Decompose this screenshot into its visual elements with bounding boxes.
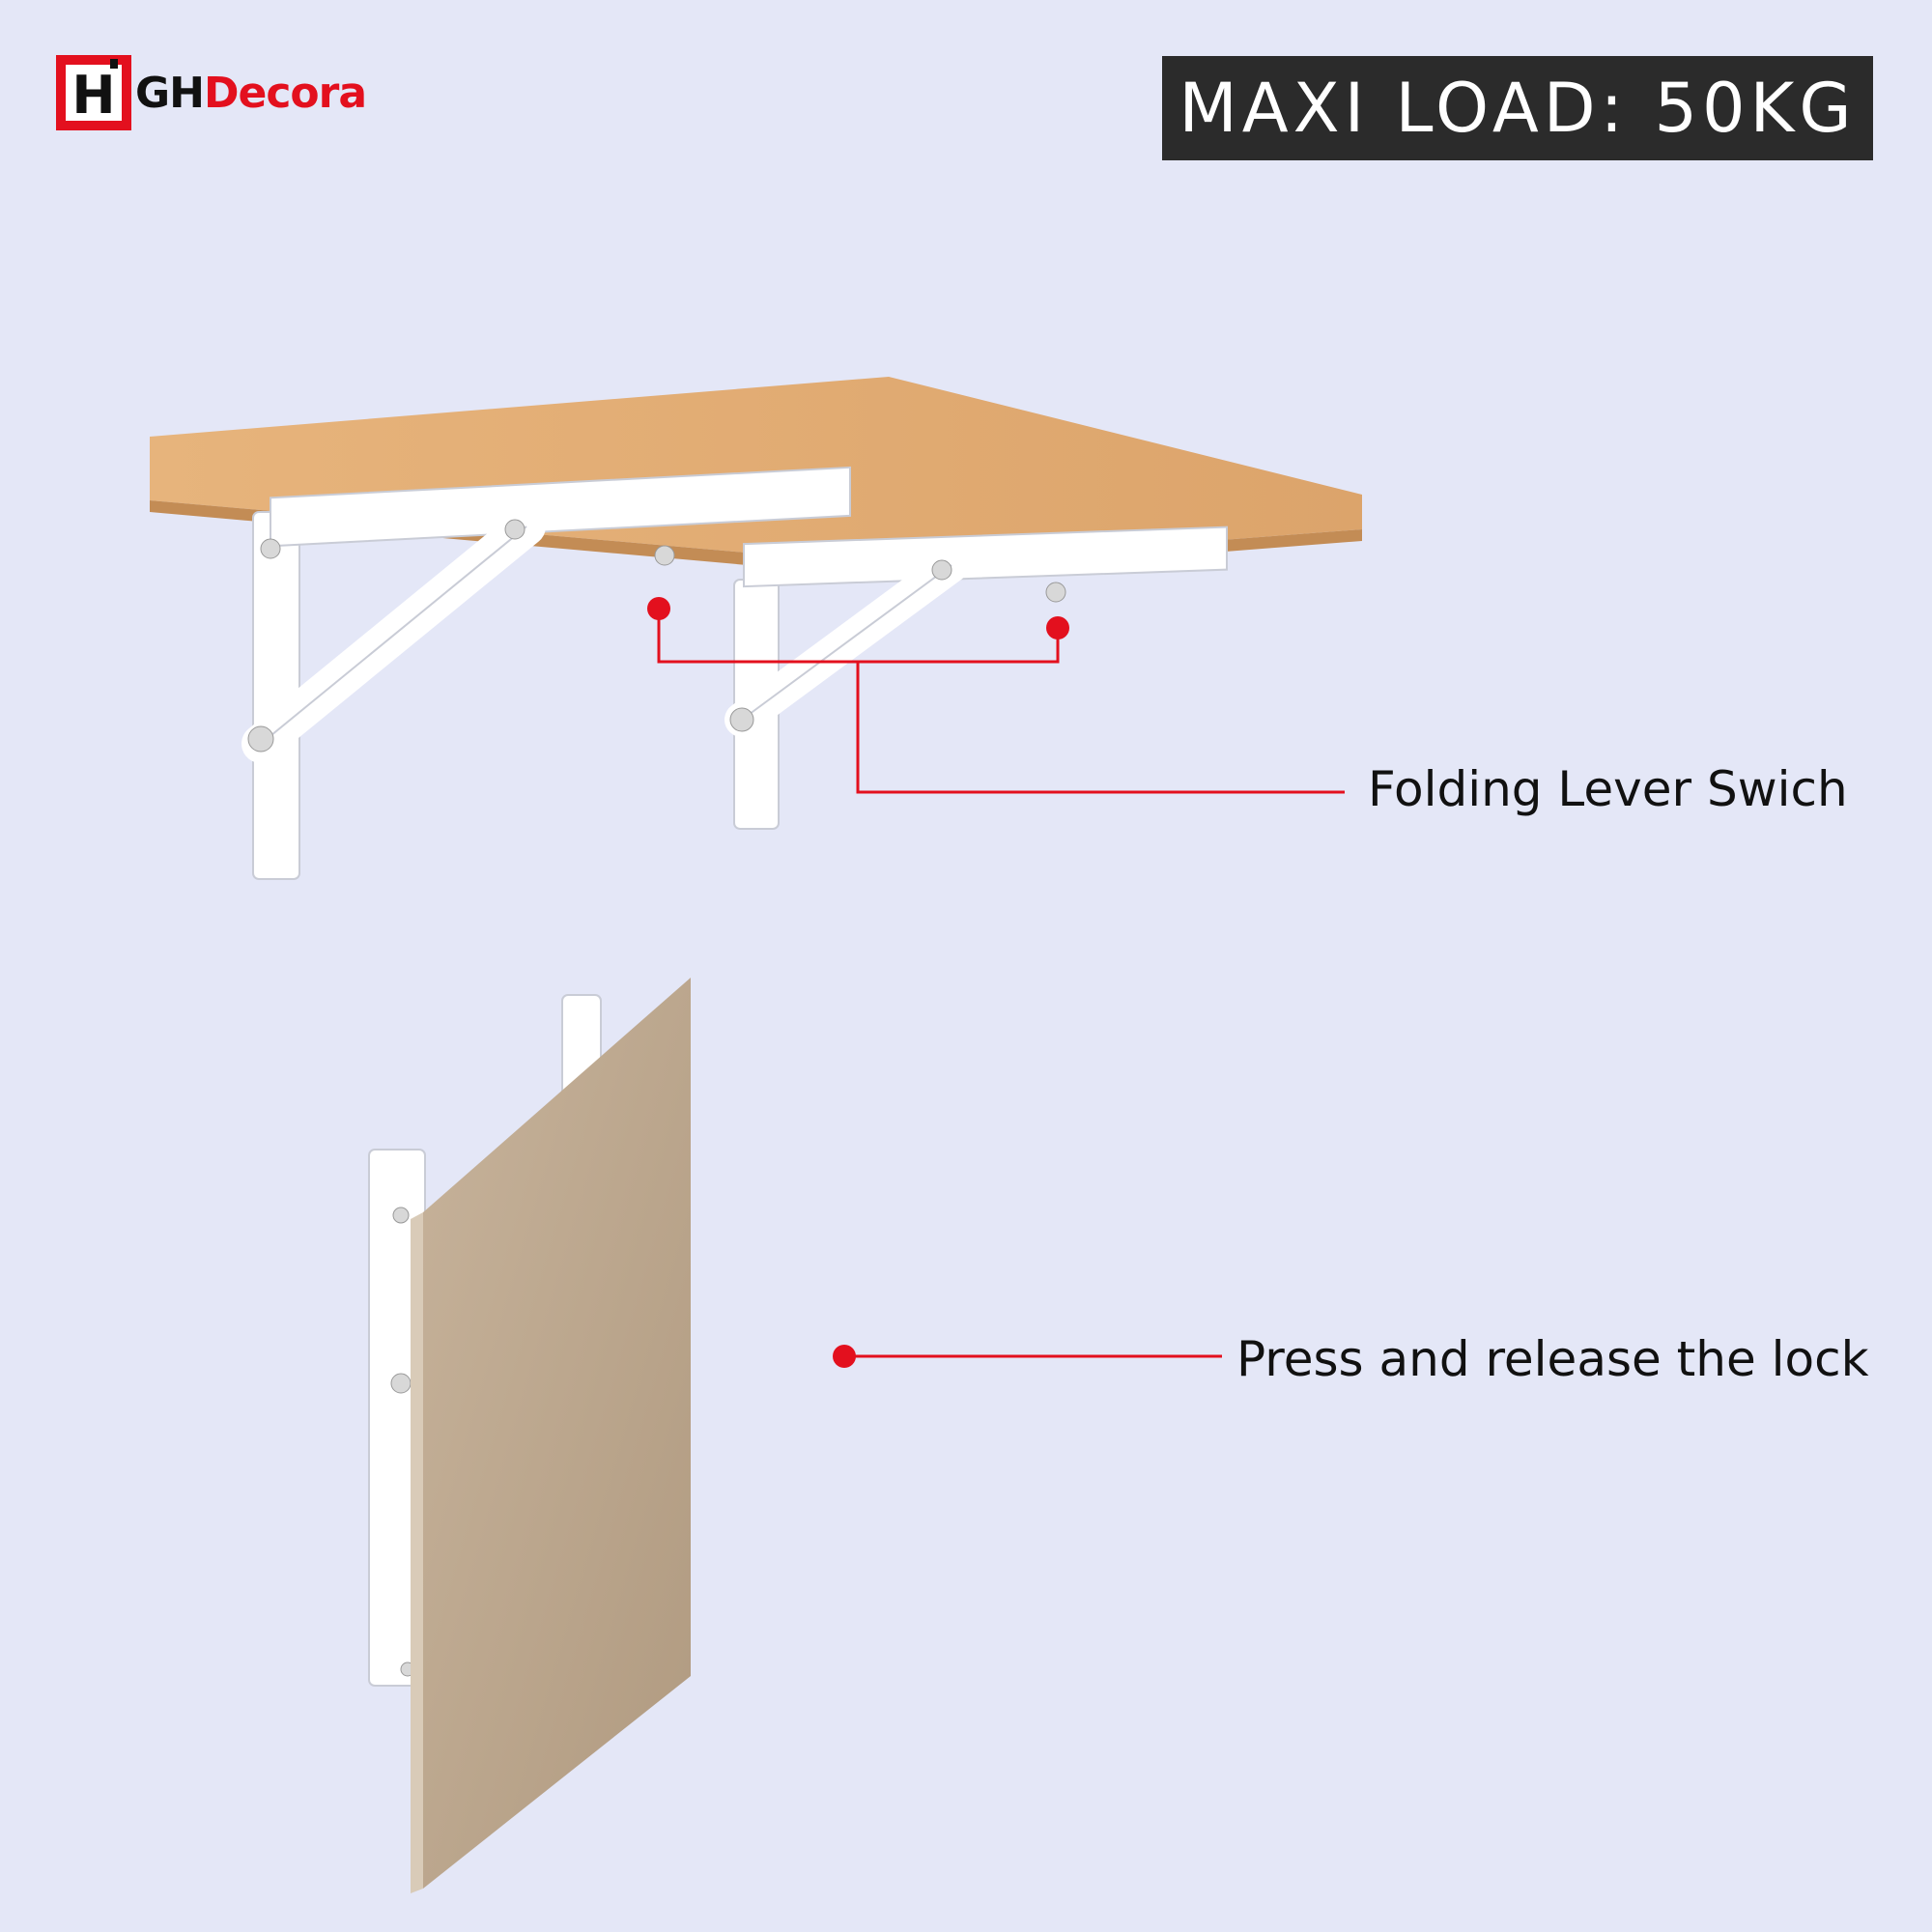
lever-callout-lines xyxy=(647,597,1345,794)
open-shelf xyxy=(150,377,1362,880)
brand-name-part1: GH xyxy=(135,68,205,118)
callout-dot-icon xyxy=(647,597,670,620)
bracket-left xyxy=(242,466,851,880)
brand-name: GHDecora xyxy=(135,68,367,118)
logo-letter: H xyxy=(71,65,115,126)
brand-logo: H GHDecora xyxy=(56,54,367,131)
brand-name-part2: Decora xyxy=(203,68,367,118)
callout-folding-lever: Folding Lever Swich xyxy=(1368,761,1848,817)
folded-shelf xyxy=(368,978,691,1893)
bracket-right xyxy=(724,526,1228,830)
callout-dot-icon xyxy=(833,1345,856,1368)
folded-board xyxy=(423,978,691,1889)
callout-dot-icon xyxy=(1046,616,1069,639)
callout-press-release: Press and release the lock xyxy=(1236,1331,1869,1387)
logo-mark-icon: H xyxy=(56,55,131,130)
lock-callout-line xyxy=(833,1345,1222,1368)
max-load-badge: MAXI LOAD: 50KG xyxy=(1162,56,1873,160)
